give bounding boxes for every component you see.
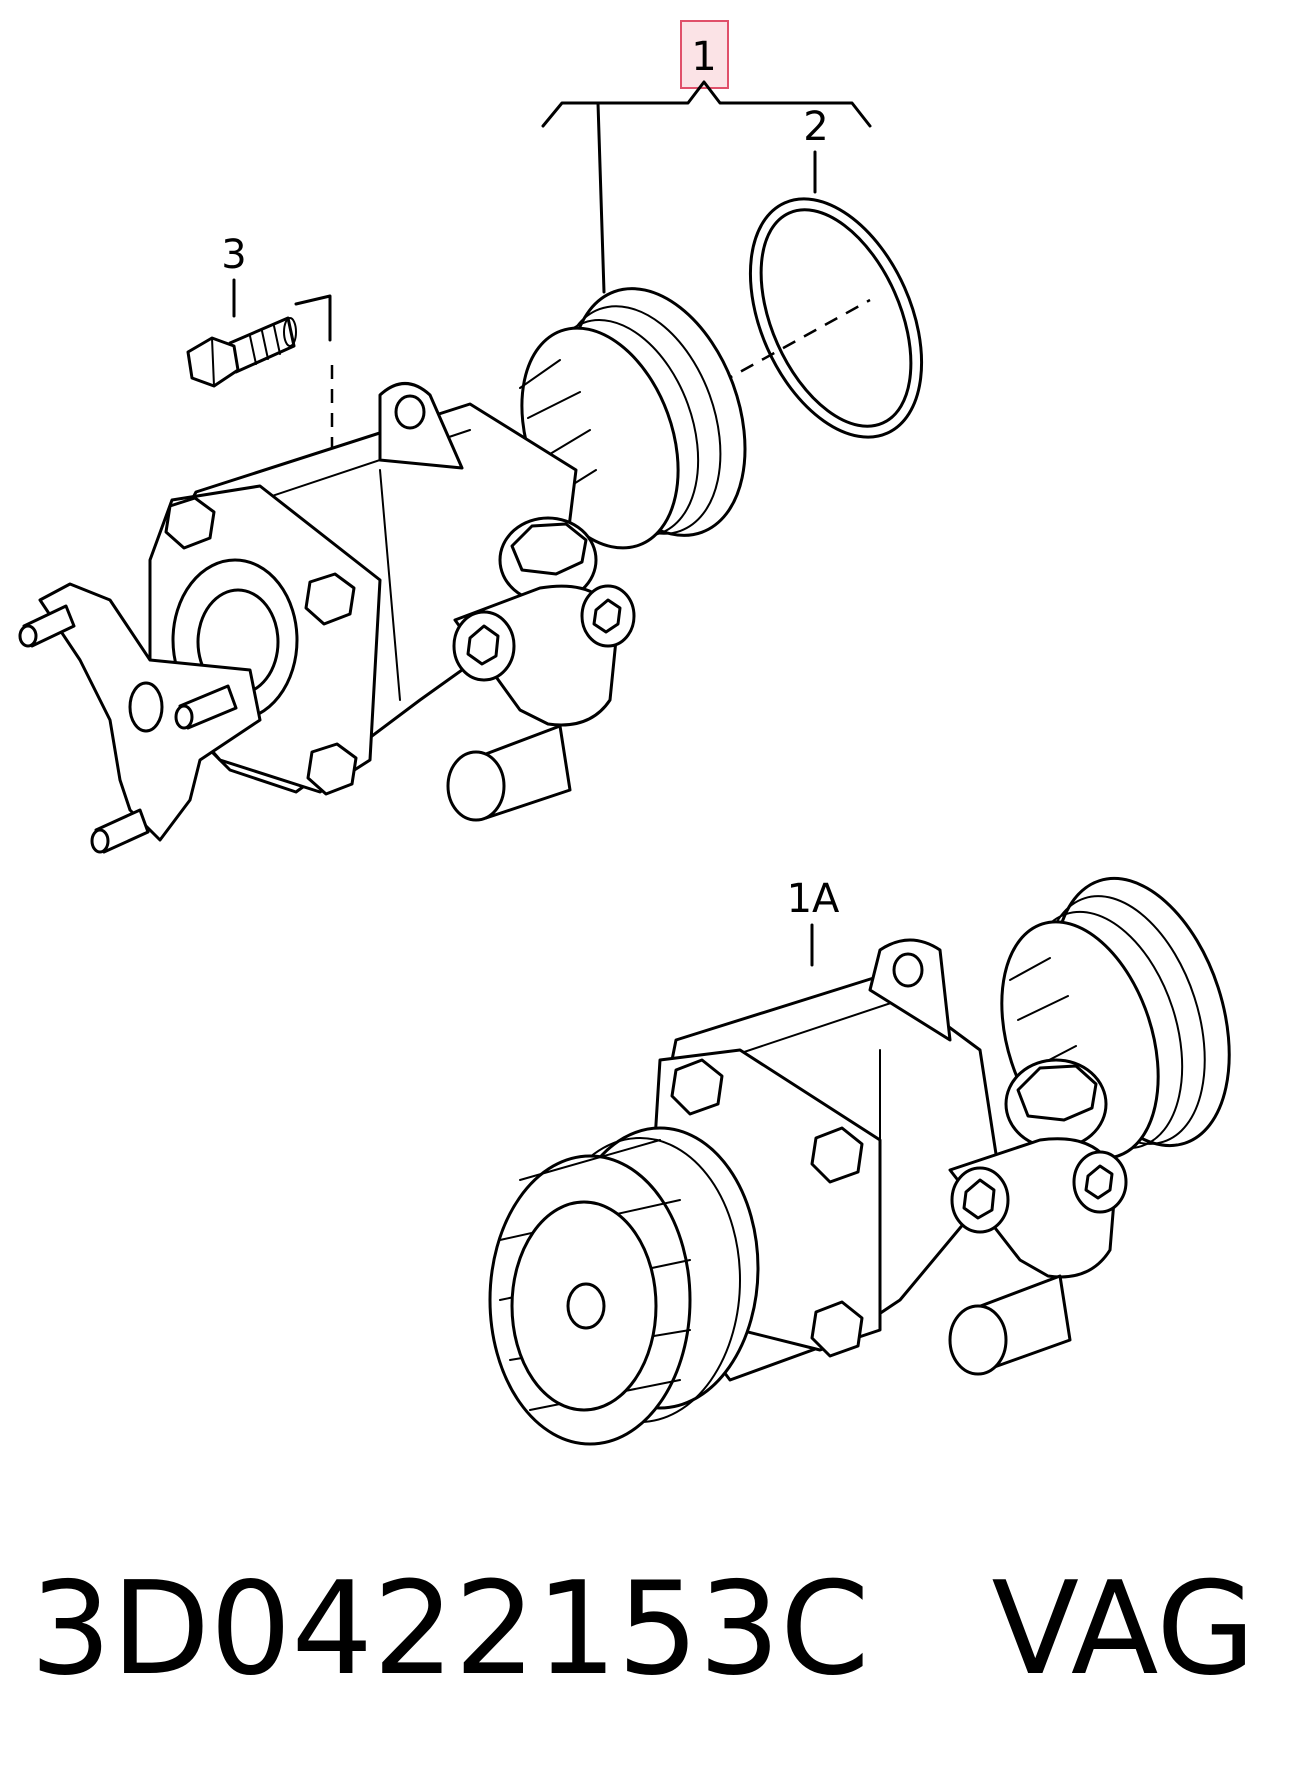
- callout-2-label: 2: [803, 104, 828, 150]
- pump-assembly-1: [18, 287, 747, 854]
- pump-assembly-1a: [488, 876, 1231, 1446]
- bolt-guide: [294, 294, 332, 342]
- part-number-caption: 3D0422153C VAG: [30, 1555, 1256, 1704]
- o-ring-part-2: [748, 197, 924, 439]
- o-ring-axis: [719, 298, 871, 385]
- callout-3-label: 3: [221, 232, 246, 278]
- callout-1-leader: [596, 101, 606, 294]
- callout-1a-label: 1A: [787, 876, 840, 922]
- bolt-part-3: [186, 316, 297, 388]
- callout-1-bracket: [541, 80, 872, 128]
- callout-1-label: 1: [691, 34, 716, 80]
- callout-1-highlight[interactable]: 1: [680, 20, 729, 89]
